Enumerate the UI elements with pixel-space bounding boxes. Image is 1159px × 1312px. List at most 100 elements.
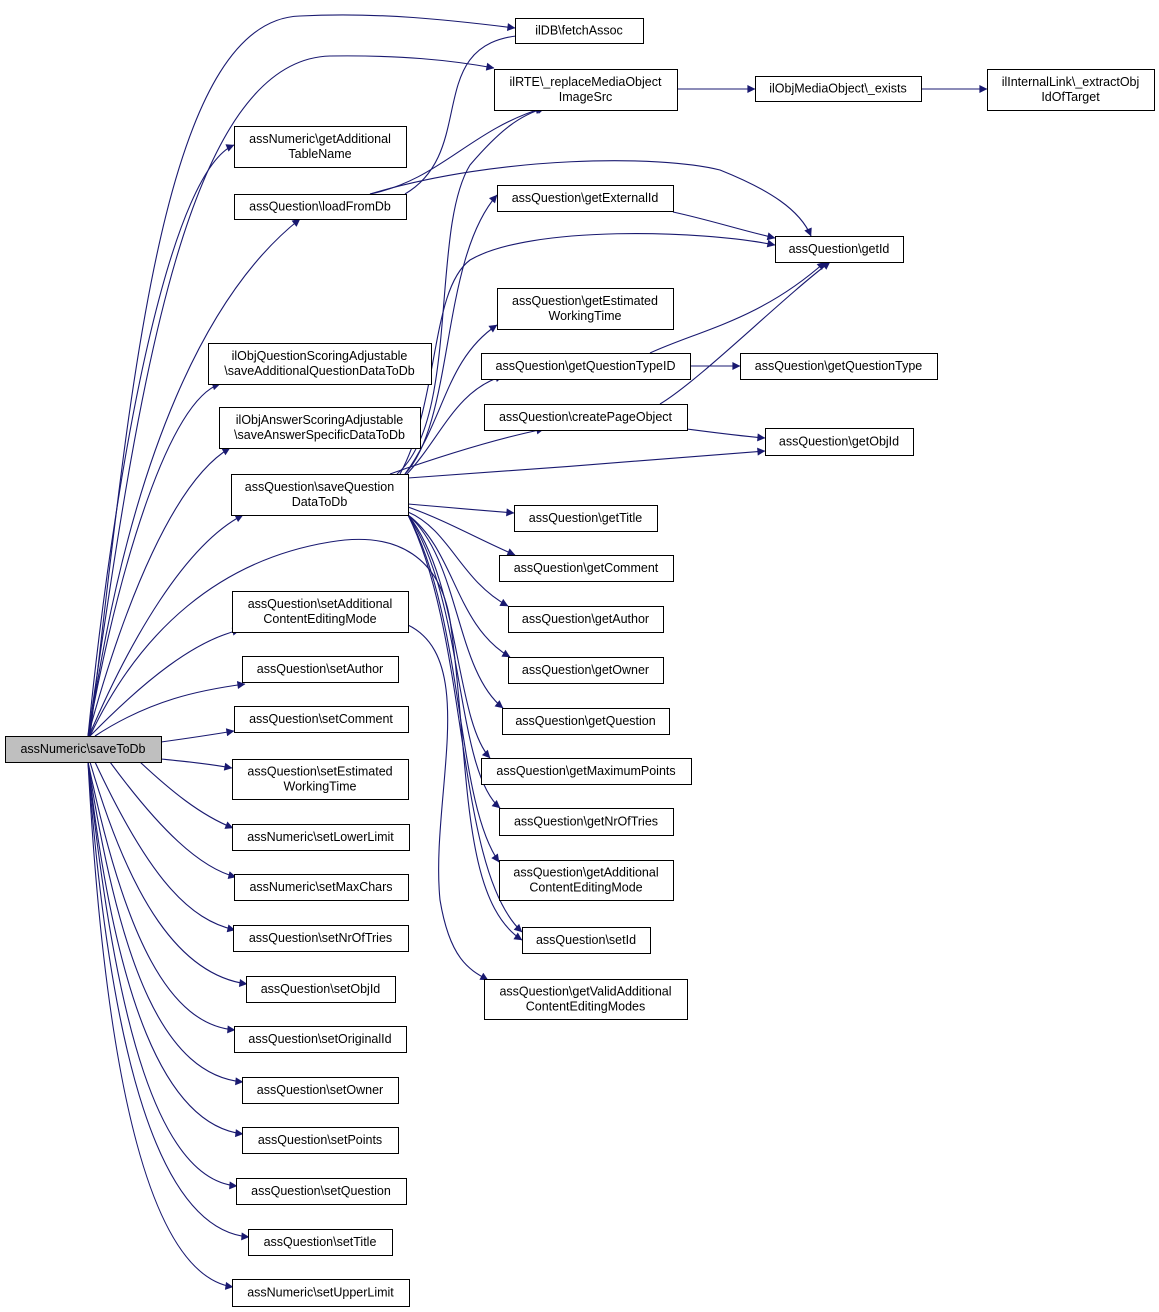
node-label: TableName	[288, 147, 351, 161]
node-loadFromDb[interactable]: assQuestion\loadFromDb	[234, 194, 407, 220]
node-label: assNumeric\setMaxChars	[249, 880, 392, 894]
node-setNrOfTries[interactable]: assQuestion\setNrOfTries	[233, 925, 409, 952]
node-label: ContentEditingMode	[529, 881, 642, 895]
edge-saveQData-to-setId	[407, 514, 523, 933]
node-box	[522, 927, 651, 954]
node-label: assQuestion\setPoints	[258, 1133, 382, 1147]
edge-saveQData-to-replaceMedia	[396, 106, 546, 475]
node-setUpperLimit[interactable]: assNumeric\setUpperLimit	[232, 1279, 410, 1307]
node-mediaExists[interactable]: ilObjMediaObject\_exists	[755, 76, 922, 102]
node-label: assQuestion\getComment	[514, 561, 659, 575]
edge-saveQData-to-getObjId	[407, 447, 766, 479]
node-box	[234, 706, 409, 733]
node-label: assQuestion\saveQuestion	[245, 480, 394, 494]
node-saveAddQData[interactable]: ilObjQuestionScoringAdjustable\saveAddit…	[208, 343, 432, 385]
edge-setAddCEM-to-getValidAddCEMs	[407, 624, 489, 981]
edge-root-to-setEstWT	[160, 758, 233, 771]
node-setOriginalId[interactable]: assQuestion\setOriginalId	[234, 1026, 407, 1053]
node-root[interactable]: assNumeric\saveToDb	[5, 736, 162, 763]
edge-loadFromDb-to-fetchAssoc	[404, 31, 528, 195]
node-setLowerLimit[interactable]: assNumeric\setLowerLimit	[232, 824, 410, 851]
node-box	[242, 656, 399, 683]
node-setId[interactable]: assQuestion\setId	[522, 927, 651, 954]
node-label: assQuestion\setObjId	[261, 982, 381, 996]
node-box	[219, 407, 421, 449]
edge-saveQData-to-getAddCEM	[407, 514, 500, 863]
node-getComment[interactable]: assQuestion\getComment	[499, 555, 674, 582]
node-box	[242, 1077, 399, 1104]
node-label: ContentEditingModes	[526, 1000, 646, 1014]
edge-root-to-setLowerLimit	[139, 761, 234, 829]
node-getQTypeID[interactable]: assQuestion\getQuestionTypeID	[481, 353, 691, 380]
node-createPageObject[interactable]: assQuestion\createPageObject	[484, 404, 688, 431]
node-getNrOfTries[interactable]: assQuestion\getNrOfTries	[499, 808, 674, 836]
node-box	[232, 824, 410, 851]
node-label: IdOfTarget	[1041, 90, 1100, 104]
node-setPoints[interactable]: assQuestion\setPoints	[242, 1127, 399, 1154]
node-getObjId[interactable]: assQuestion\getObjId	[765, 428, 914, 456]
edge-getExternalId-to-getId	[672, 211, 776, 241]
node-getTitle[interactable]: assQuestion\getTitle	[514, 505, 658, 532]
node-getOwner[interactable]: assQuestion\getOwner	[508, 657, 664, 684]
nodes: assNumeric\saveToDb ilDB\fetchAssoc ilRTE\…	[5, 18, 1155, 1307]
edge-root-to-setNrOfTries	[94, 761, 236, 933]
node-getQuestion[interactable]: assQuestion\getQuestion	[502, 708, 670, 735]
node-label: assQuestion\setId	[536, 933, 636, 947]
node-box	[499, 860, 674, 901]
node-setObjId[interactable]: assQuestion\setObjId	[246, 976, 396, 1003]
node-label: assQuestion\setOriginalId	[248, 1032, 391, 1046]
node-label: DataToDb	[292, 495, 348, 509]
node-box	[508, 657, 664, 684]
node-label: WorkingTime	[284, 780, 357, 794]
node-fetchAssoc[interactable]: ilDB\fetchAssoc	[515, 18, 644, 44]
node-setOwner[interactable]: assQuestion\setOwner	[242, 1077, 399, 1104]
node-box	[502, 708, 670, 735]
node-setQuestion[interactable]: assQuestion\setQuestion	[236, 1178, 407, 1205]
node-box	[494, 69, 678, 111]
node-box	[499, 808, 674, 836]
node-getValidAddCEMs[interactable]: assQuestion\getValidAdditionalContentEdi…	[484, 979, 688, 1020]
node-setAuthor[interactable]: assQuestion\setAuthor	[242, 656, 399, 683]
node-box	[232, 591, 409, 633]
node-box	[497, 185, 674, 212]
node-getQType[interactable]: assQuestion\getQuestionType	[740, 353, 938, 380]
node-setAddCEM[interactable]: assQuestion\setAdditionalContentEditingM…	[232, 591, 409, 633]
node-getMaxPoints[interactable]: assQuestion\getMaximumPoints	[481, 758, 692, 785]
node-box	[497, 288, 674, 330]
node-setComment[interactable]: assQuestion\setComment	[234, 706, 409, 733]
node-label: assNumeric\setUpperLimit	[247, 1286, 394, 1300]
edge-saveQData-to-getNrOfTries	[407, 514, 501, 809]
node-saveAnswerData[interactable]: ilObjAnswerScoringAdjustable\saveAnswerS…	[219, 407, 421, 449]
node-label: assQuestion\getObjId	[779, 435, 899, 449]
node-setMaxChars[interactable]: assNumeric\setMaxChars	[234, 874, 409, 901]
node-label: ContentEditingMode	[263, 612, 376, 626]
node-getAddCEM[interactable]: assQuestion\getAdditionalContentEditingM…	[499, 860, 674, 901]
node-box	[740, 353, 938, 380]
node-setTitle[interactable]: assQuestion\setTitle	[248, 1229, 393, 1256]
node-box	[5, 736, 162, 763]
edge-root-to-setOriginalId	[87, 761, 236, 1034]
node-label: ilInternalLink\_extractObj	[1002, 75, 1140, 89]
edge-saveQData-to-createPageObject	[389, 426, 545, 475]
node-getExternalId[interactable]: assQuestion\getExternalId	[497, 185, 674, 212]
node-label: ilObjMediaObject\_exists	[769, 82, 907, 96]
edge-root-to-setAuthor	[94, 681, 246, 737]
node-box	[484, 404, 688, 431]
node-box	[232, 1279, 410, 1307]
node-label: assQuestion\createPageObject	[499, 410, 673, 424]
node-box	[775, 236, 904, 263]
node-label: \saveAdditionalQuestionDataToDb	[224, 364, 414, 378]
node-getId[interactable]: assQuestion\getId	[775, 236, 904, 263]
edge-createPageObject-to-getObjId	[686, 428, 766, 442]
edge-root-to-setUpperLimit	[87, 761, 234, 1290]
edge-loadFromDb-to-getId	[369, 160, 812, 237]
node-box	[233, 925, 409, 952]
node-box	[515, 18, 644, 44]
node-getAuthor[interactable]: assQuestion\getAuthor	[508, 606, 664, 633]
